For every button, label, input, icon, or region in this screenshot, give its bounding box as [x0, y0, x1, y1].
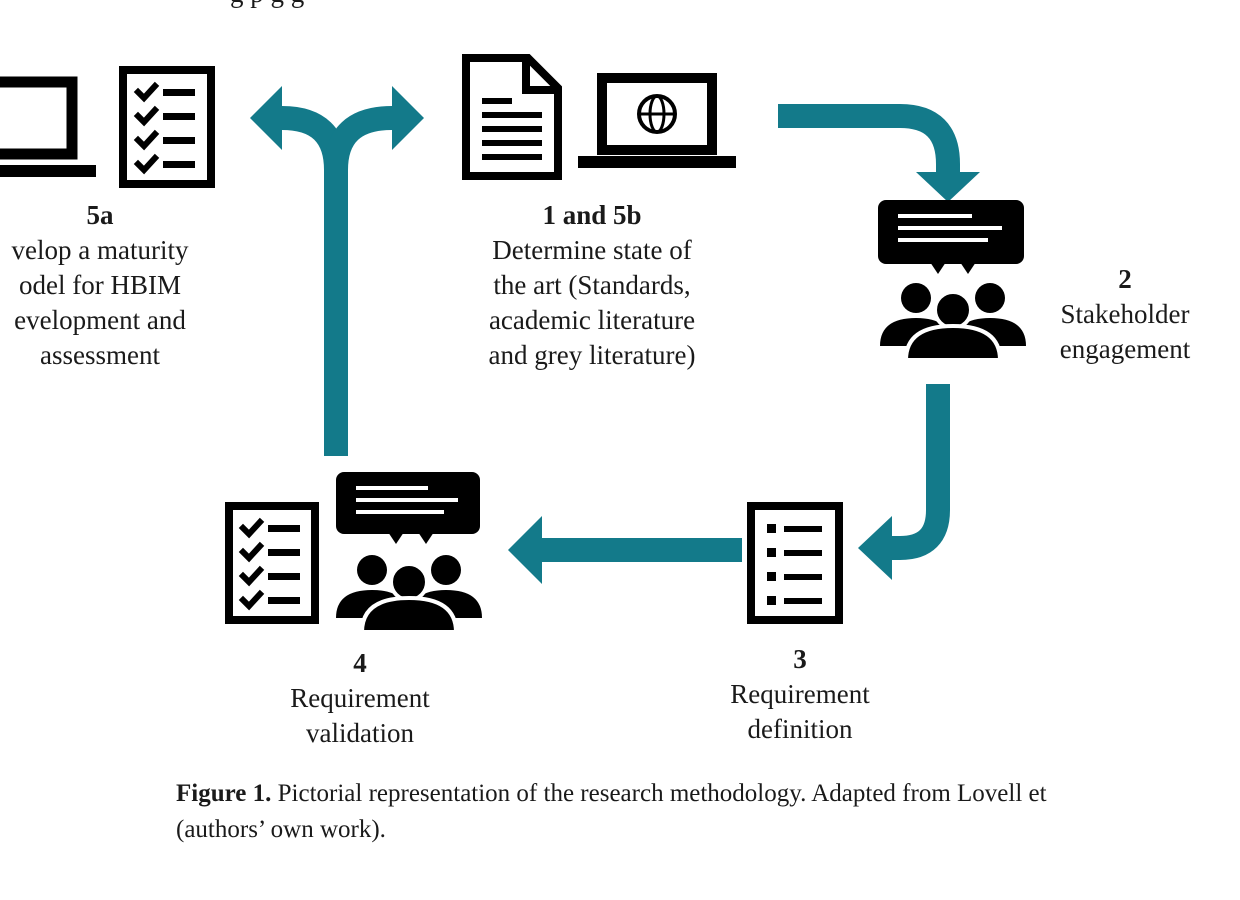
document-icon: [462, 54, 562, 180]
step-number: 3: [793, 644, 807, 674]
caption-label: Figure 1.: [176, 780, 272, 807]
caption-text: Pictorial representation of the research…: [271, 780, 1047, 807]
step-4-label: 4 Requirement validation: [260, 646, 460, 751]
laptop-globe-icon: [578, 73, 736, 168]
arrow-1-to-2: [778, 104, 980, 202]
checklist-icon: [119, 66, 215, 188]
step-number: 1 and 5b: [542, 200, 642, 230]
step-2-label: 2 Stakeholder engagement: [1030, 262, 1220, 367]
step-text: Stakeholder engagement: [1059, 299, 1191, 364]
step-number: 2: [1118, 264, 1132, 294]
step-number: 5a: [86, 200, 114, 230]
caption-line-2: (authors’ own work).: [176, 816, 386, 843]
arrow-4-to-5: [250, 86, 424, 456]
step-text: Requirement validation: [290, 683, 430, 748]
step-text: Determine state of the art (Standards, a…: [488, 235, 696, 370]
speech-group-icon: [878, 200, 1026, 362]
laptop-icon: [0, 76, 96, 177]
list-icon: [747, 502, 843, 624]
step-text: velop a maturity odel for HBIM evelopmen…: [11, 235, 189, 370]
figure-caption: Figure 1. Pictorial representation of th…: [176, 776, 1240, 848]
caption-line-1: Figure 1. Pictorial representation of th…: [176, 776, 1240, 812]
arrow-2-to-3: [858, 384, 950, 580]
step-text: Requirement definition: [730, 679, 870, 744]
checklist-icon: [225, 502, 319, 624]
arrow-3-to-4: [508, 516, 742, 584]
header-fragment: g p g g: [230, 0, 1240, 8]
step-3-label: 3 Requirement definition: [700, 642, 900, 747]
step-number: 4: [353, 648, 367, 678]
speech-group-icon: [336, 472, 482, 634]
step-1-5b-label: 1 and 5b Determine state of the art (Sta…: [452, 198, 732, 373]
step-5a-label: 5a velop a maturity odel for HBIM evelop…: [0, 198, 220, 373]
